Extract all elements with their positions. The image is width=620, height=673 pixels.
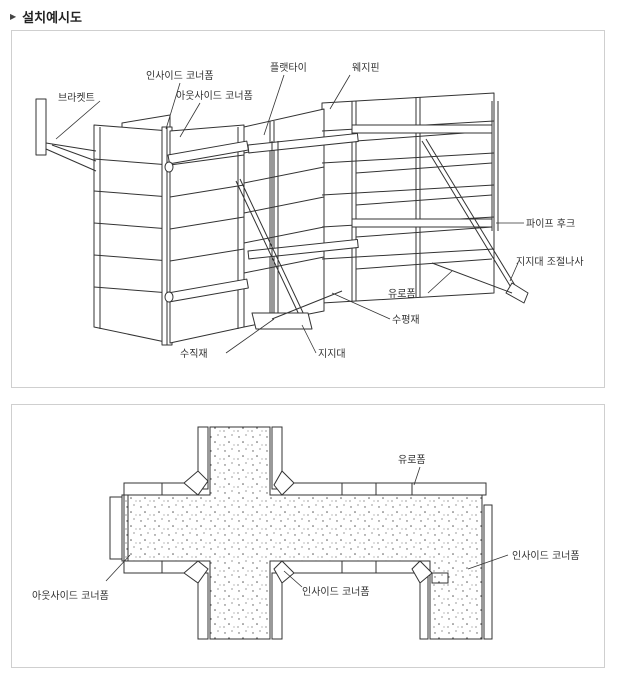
label-inside-corner-form: 인사이드 코너폼 [146, 70, 214, 82]
label-inside-corner-form-right: 인사이드 코너폼 [512, 550, 580, 562]
plan-view-diagram: 유로폼 인사이드 코너폼 아웃사이드 코너폼 인사이드 코너폼 [32, 426, 580, 640]
section-title-text: 설치예시도 [22, 10, 82, 26]
plan-view-panel: 유로폼 인사이드 코너폼 아웃사이드 코너폼 인사이드 코너폼 [11, 404, 605, 668]
section-title: ▶ 설치예시도 [10, 6, 82, 26]
installation-diagram-panel: 브라켓트 인사이드 코너폼 아웃사이드 코너폼 플랫타이 웨지핀 파이프 후크 … [11, 30, 605, 388]
label-pipe-hook: 파이프 후크 [526, 218, 575, 230]
label-vertical-member: 수직재 [180, 348, 208, 360]
installation-diagram: 브라켓트 인사이드 코너폼 아웃사이드 코너폼 플랫타이 웨지핀 파이프 후크 … [35, 62, 584, 360]
label-support-jack-screw: 지지대 조절나사 [516, 255, 584, 268]
label-outside-corner-form: 아웃사이드 코너폼 [176, 90, 253, 102]
label-support: 지지대 [318, 348, 346, 360]
bullet-arrow-icon: ▶ [10, 11, 17, 21]
label-bracket: 브라켓트 [58, 92, 95, 104]
label-flat-tie: 플랫타이 [270, 62, 307, 74]
label-outside-corner-form-plan: 아웃사이드 코너폼 [32, 590, 109, 602]
label-horizontal-member: 수평재 [392, 314, 420, 326]
label-euro-form-plan: 유로폼 [398, 454, 426, 466]
label-euro-form: 유로폼 [388, 288, 416, 300]
label-inside-corner-form-center: 인사이드 코너폼 [302, 586, 370, 598]
label-wedge-pin: 웨지핀 [352, 62, 380, 74]
